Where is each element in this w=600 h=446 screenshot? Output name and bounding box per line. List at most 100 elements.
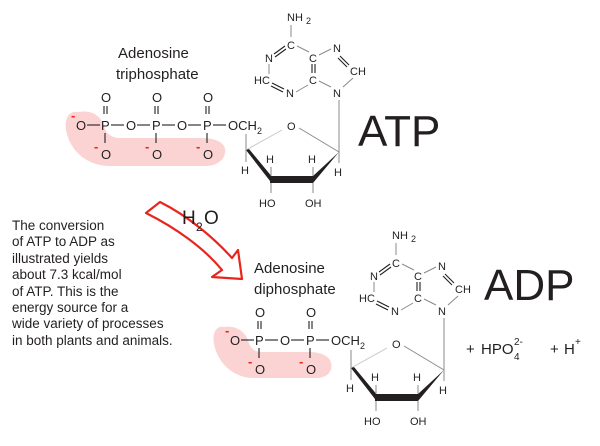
svg-text:H: H — [241, 165, 249, 177]
svg-text:4: 4 — [514, 352, 520, 363]
adp-molecule: Adenosine diphosphate O O - O P O P OCH … — [213, 230, 581, 428]
svg-text:O: O — [230, 333, 240, 348]
svg-text:O: O — [152, 90, 162, 105]
water-label: H 2 O — [182, 208, 219, 234]
svg-text:HC: HC — [254, 75, 270, 87]
atp-molecule: Adenosine triphosphate O O O - O P O P O… — [65, 12, 440, 210]
svg-text:O: O — [255, 305, 265, 320]
adp-label: ADP — [484, 261, 574, 310]
svg-text:2: 2 — [411, 234, 416, 244]
svg-text:O: O — [101, 147, 111, 162]
svg-text:P: P — [306, 333, 315, 348]
svg-text:CH: CH — [350, 66, 366, 78]
svg-text:2: 2 — [196, 220, 203, 234]
adp-phosphate-chain: O O - O P O P OCH 2 - O - O — [225, 305, 365, 377]
svg-text:-: - — [196, 139, 200, 154]
svg-text:N: N — [438, 261, 446, 273]
svg-text:-: - — [71, 108, 75, 123]
svg-text:O: O — [392, 339, 401, 351]
description-line: energy source for a — [12, 300, 129, 316]
description-line: illustrated yields — [12, 250, 109, 266]
red-arrow-icon — [144, 200, 244, 281]
svg-text:OCH: OCH — [228, 118, 257, 133]
description-line: of ATP. This is the — [12, 283, 119, 299]
adp-charge-highlight — [213, 326, 332, 378]
svg-text:O: O — [203, 90, 213, 105]
atp-label: ATP — [358, 107, 440, 156]
atp-charge-highlight — [65, 111, 226, 166]
adp-ribose-sugar: O H H H H HO OH — [346, 339, 447, 428]
svg-text:O: O — [204, 208, 219, 229]
description-line: of ATP to ADP as — [12, 234, 115, 250]
svg-text:O: O — [306, 305, 316, 320]
svg-text:OH: OH — [305, 198, 322, 210]
svg-text:N: N — [370, 271, 378, 283]
svg-text:O: O — [306, 362, 316, 377]
svg-text:H: H — [334, 167, 342, 179]
svg-text:N: N — [438, 306, 446, 318]
svg-text:H: H — [308, 154, 316, 166]
svg-text:H: H — [413, 372, 421, 384]
svg-text:-: - — [94, 139, 98, 154]
svg-text:H: H — [266, 154, 274, 166]
svg-text:O: O — [287, 121, 296, 133]
atp-adenine-base: NH 2 C N HC N C C N CH N — [254, 12, 366, 152]
svg-text:-: - — [299, 354, 303, 369]
description-line: The conversion — [12, 218, 105, 233]
svg-text:C: C — [392, 258, 400, 270]
svg-text:C: C — [309, 53, 317, 65]
svg-text:H: H — [439, 385, 447, 397]
svg-text:HC: HC — [359, 293, 375, 305]
svg-text:O: O — [76, 118, 86, 133]
atp-ribose-sugar: O H H H H HO OH — [241, 121, 342, 210]
svg-text:+: + — [575, 337, 581, 348]
reaction-products: + HPO 4 2- + H + — [466, 337, 581, 363]
svg-text:N: N — [391, 306, 399, 318]
svg-text:O: O — [255, 362, 265, 377]
svg-text:C: C — [287, 40, 295, 52]
svg-text:-: - — [145, 139, 149, 154]
description-line: about 7.3 kcal/mol — [12, 267, 122, 283]
svg-text:H: H — [182, 208, 196, 229]
svg-text:O: O — [280, 333, 290, 348]
atp-name-line2: triphosphate — [116, 66, 199, 83]
svg-text:C: C — [414, 271, 422, 283]
svg-text:P: P — [152, 118, 161, 133]
svg-text:H: H — [371, 372, 379, 384]
svg-text:O: O — [126, 118, 136, 133]
adp-adenine-base: NH 2 C N HC N C C N CH N — [359, 230, 471, 370]
svg-text:P: P — [203, 118, 212, 133]
svg-text:2: 2 — [257, 126, 262, 136]
svg-text:+: + — [466, 341, 475, 358]
svg-text:CH: CH — [455, 284, 471, 296]
svg-text:O: O — [152, 147, 162, 162]
atp-name-line1: Adenosine — [118, 45, 189, 62]
svg-text:OCH: OCH — [331, 333, 360, 348]
svg-text:HPO: HPO — [481, 341, 514, 358]
svg-text:NH: NH — [287, 12, 303, 24]
svg-text:N: N — [333, 88, 341, 100]
svg-text:2: 2 — [306, 16, 311, 26]
description-line: wide variety of processes — [12, 316, 164, 332]
svg-text:OH: OH — [410, 416, 427, 428]
svg-text:C: C — [309, 75, 317, 87]
svg-text:HO: HO — [259, 198, 276, 210]
svg-text:P: P — [255, 333, 264, 348]
svg-text:NH: NH — [392, 230, 408, 242]
svg-text:P: P — [101, 118, 110, 133]
svg-text:N: N — [286, 88, 294, 100]
description-line: in both plants and animals. — [12, 332, 173, 348]
svg-text:O: O — [203, 147, 213, 162]
svg-text:-: - — [248, 354, 252, 369]
svg-text:+: + — [550, 341, 559, 358]
svg-text:-: - — [225, 323, 229, 338]
description-text: The conversion of ATP to ADP as illustra… — [12, 218, 212, 349]
svg-text:O: O — [177, 118, 187, 133]
adp-name-line2: diphosphate — [254, 281, 336, 298]
svg-text:HO: HO — [364, 416, 381, 428]
svg-text:2-: 2- — [514, 337, 523, 348]
svg-text:C: C — [414, 293, 422, 305]
svg-text:O: O — [101, 90, 111, 105]
hydrolysis-arrow — [144, 200, 244, 281]
